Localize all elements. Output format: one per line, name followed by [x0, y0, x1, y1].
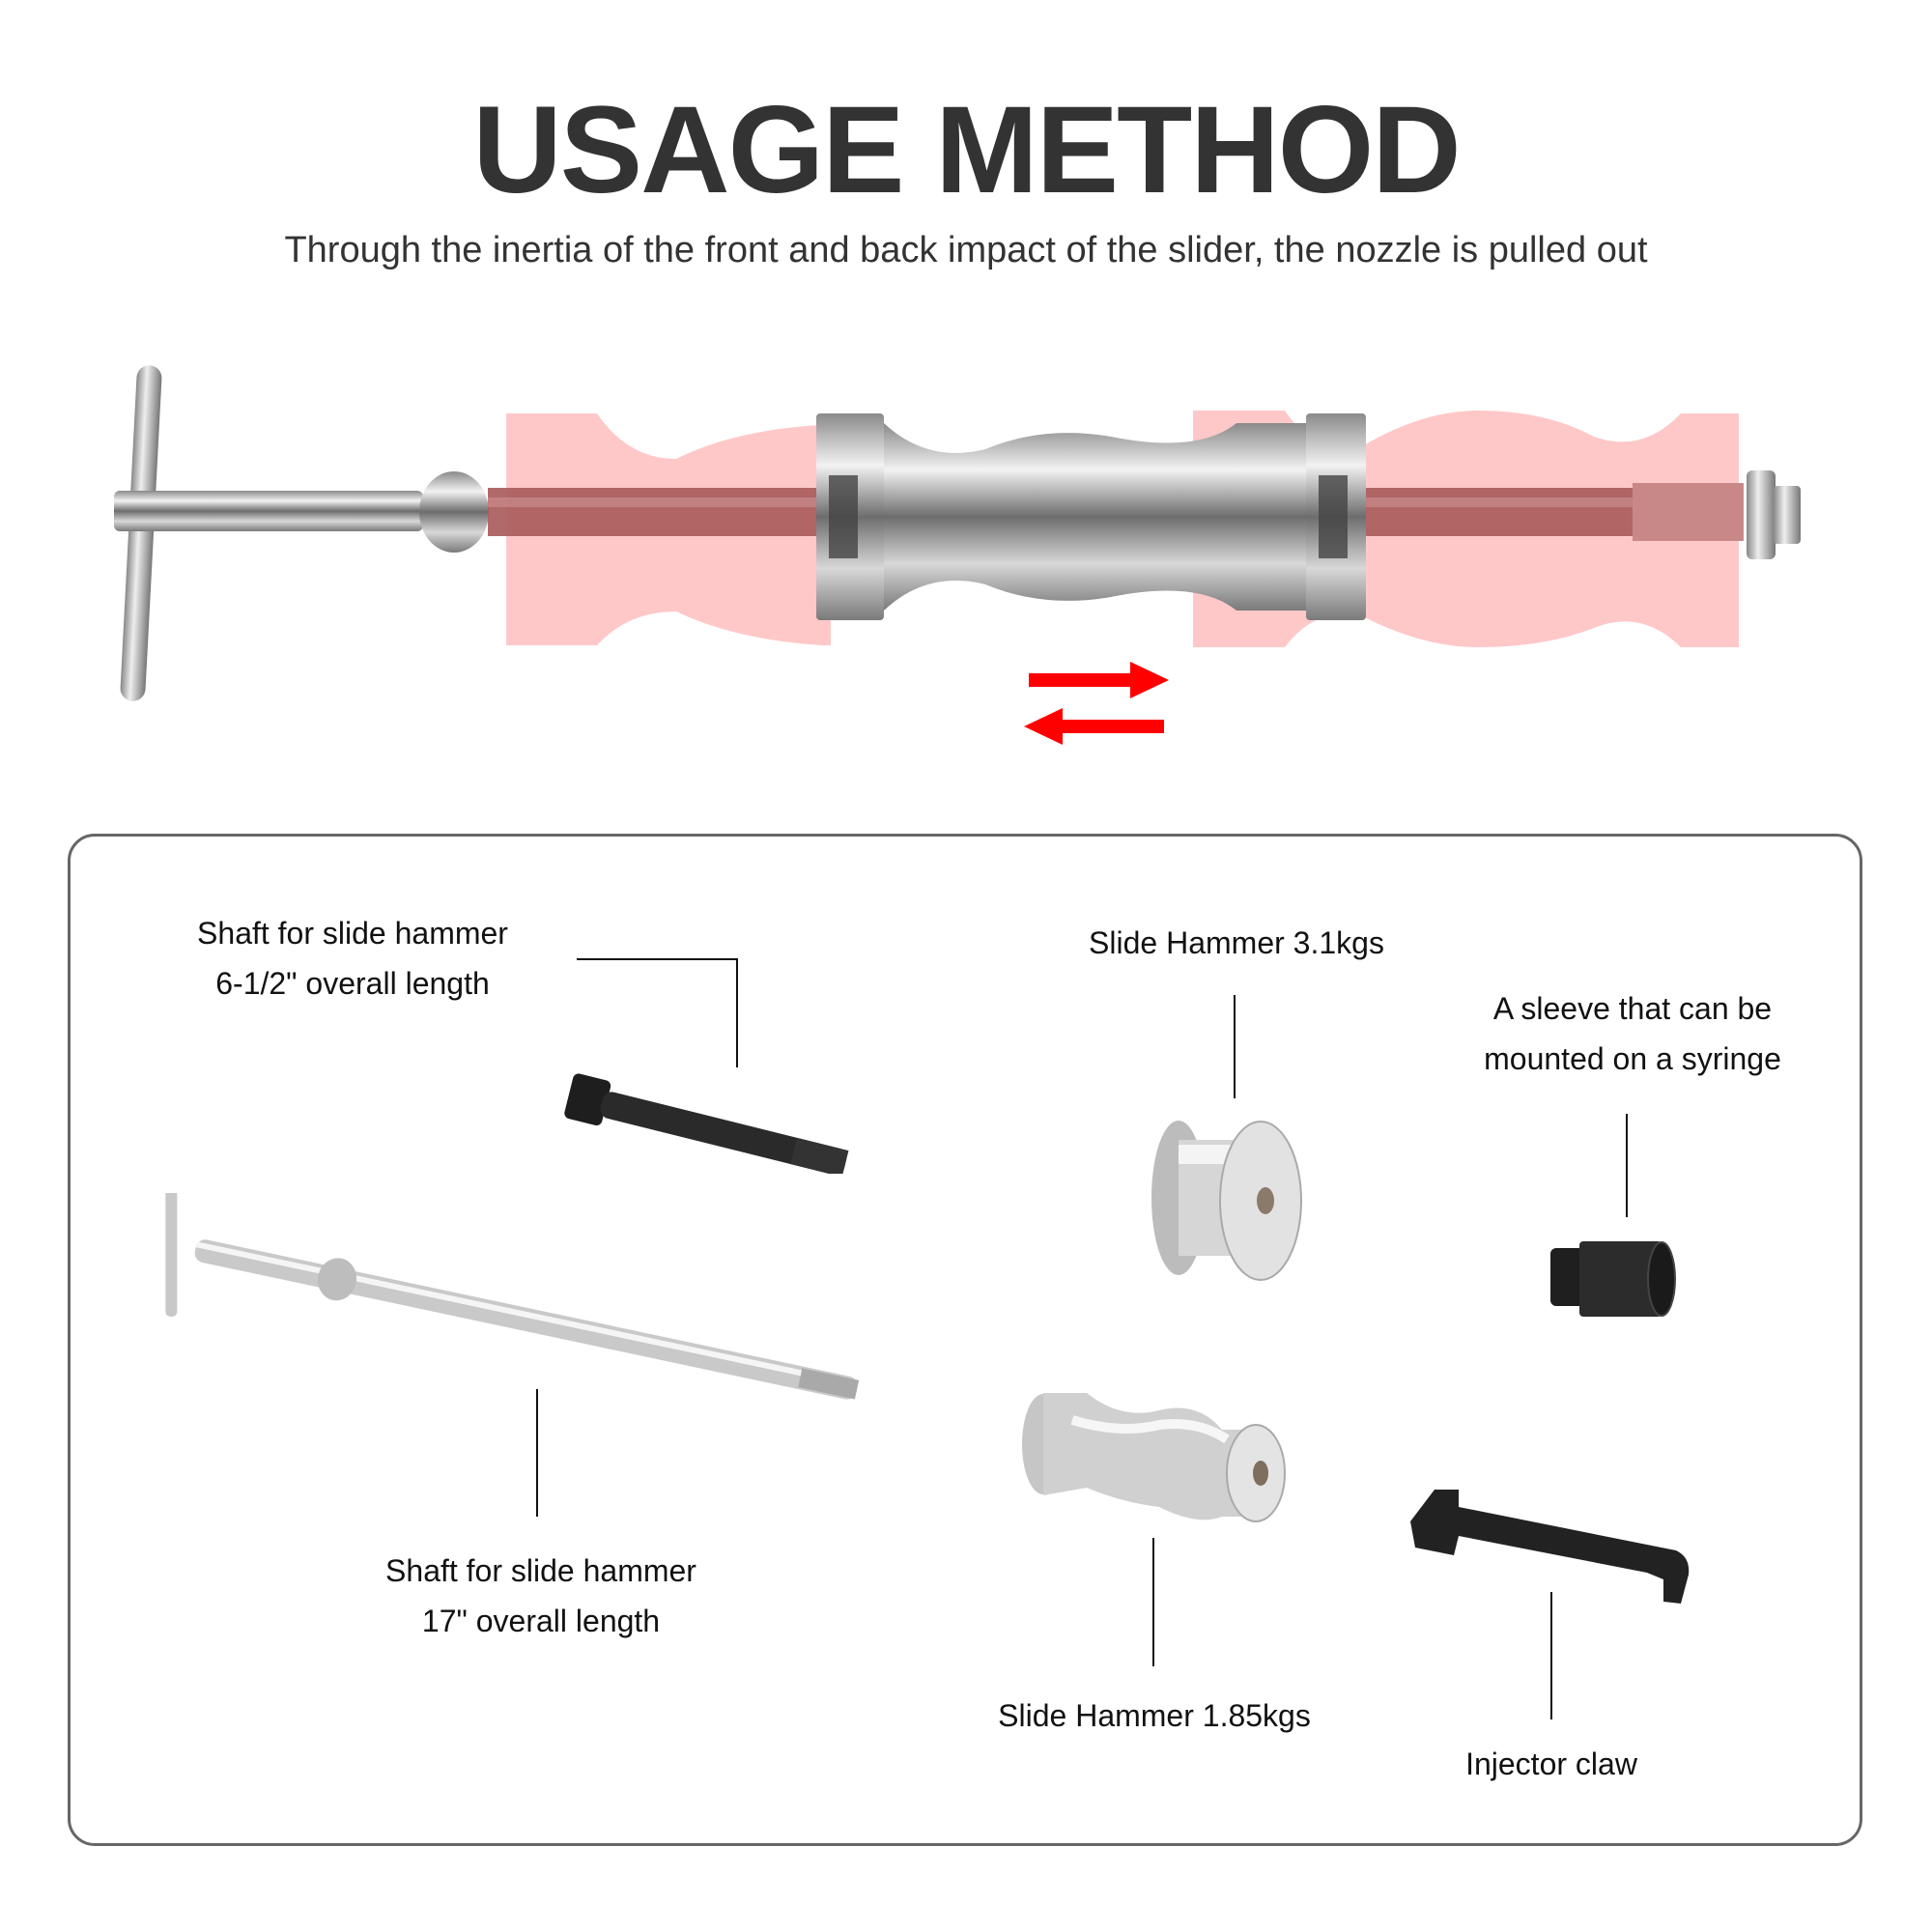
short-shaft-label-line2: 6-1/2" overall length [215, 966, 490, 1001]
short-shaft-image [564, 1073, 849, 1174]
t-handle-bar [120, 365, 162, 701]
short-shaft-label: Shaft for slide hammer 6-1/2" overall le… [145, 908, 560, 1009]
large-slide-hammer-leader [1234, 995, 1236, 1098]
handle-shaft [114, 491, 423, 531]
slide-hammer-assembled-illustration [114, 365, 1801, 701]
sleeve-image [1550, 1241, 1676, 1317]
long-shaft-label-line1: Shaft for slide hammer [385, 1553, 696, 1588]
sleeve-label-line1: A sleeve that can be [1492, 991, 1773, 1026]
short-shaft-leader-v [736, 958, 738, 1067]
page-title: USAGE METHOD [472, 81, 1461, 219]
short-shaft-label-line1: Shaft for slide hammer [197, 916, 508, 951]
long-shaft-label-line2: 17" overall length [421, 1604, 661, 1638]
page-subtitle: Through the inertia of the front and bac… [284, 230, 1648, 270]
handle-ball [419, 471, 489, 553]
large-slide-hammer-label: Slide Hammer 3.1kgs [1089, 925, 1384, 960]
small-slide-hammer-leader [1152, 1538, 1154, 1666]
bidirectional-arrows-icon [1024, 662, 1169, 745]
long-shaft-leader [536, 1389, 538, 1517]
long-shaft-image [165, 1193, 860, 1400]
sleeve-label-line2: mounted on a syringe [1484, 1041, 1781, 1076]
parts-panel [68, 834, 1862, 1846]
small-slide-hammer-image [1022, 1393, 1286, 1522]
injector-claw-leader [1550, 1592, 1552, 1719]
threaded-end [1633, 483, 1744, 541]
injector-claw-image [1410, 1490, 1690, 1604]
injector-claw-label: Injector claw [1465, 1747, 1637, 1781]
slide-hammer-body [816, 413, 1366, 620]
small-slide-hammer-label: Slide Hammer 1.85kgs [998, 1698, 1311, 1733]
nut [1747, 470, 1776, 559]
sleeve-leader [1626, 1114, 1628, 1217]
long-shaft-label: Shaft for slide hammer 17" overall lengt… [328, 1546, 753, 1646]
sleeve-label: A sleeve that can be mounted on a syring… [1439, 983, 1826, 1084]
large-slide-hammer-image [1151, 1121, 1302, 1281]
short-shaft-leader-h [577, 958, 737, 960]
